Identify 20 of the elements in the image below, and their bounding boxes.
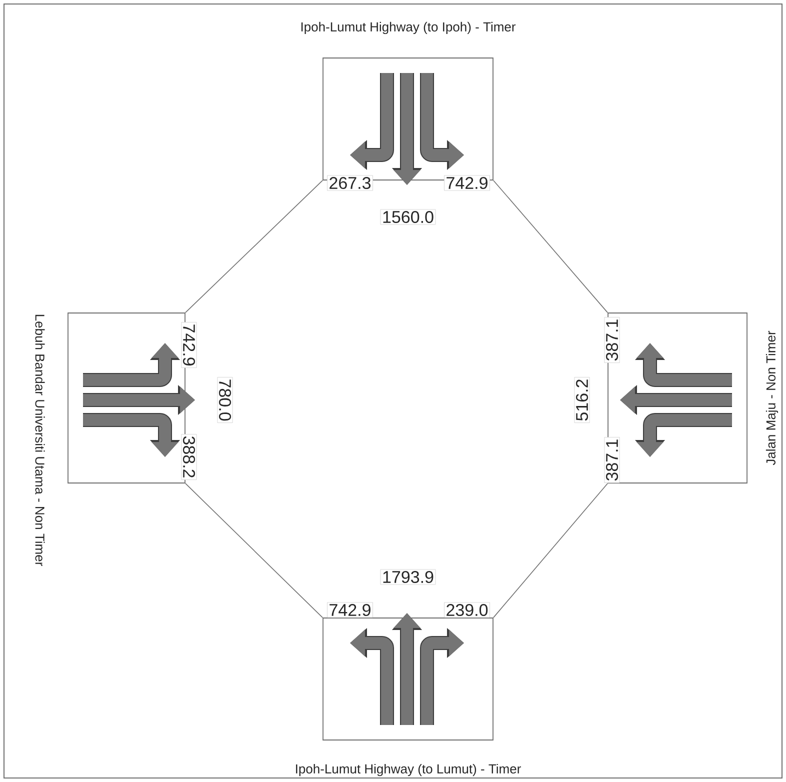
connector-line <box>185 483 323 618</box>
volume-label: 742.9 <box>444 175 490 191</box>
volume-label: 516.2 <box>574 377 590 423</box>
volume-label: 387.1 <box>604 317 620 363</box>
volume-label: 267.3 <box>327 175 373 191</box>
volume-label: 1560.0 <box>380 209 436 225</box>
connector-line <box>493 180 608 313</box>
road-name: Ipoh-Lumut Highway (to Lumut) - Timer <box>296 764 521 776</box>
volume-label: 239.0 <box>444 602 490 618</box>
volume-label: 780.0 <box>217 377 233 423</box>
road-name: Lebuh Bandar Universiti Utama - Non Timer <box>35 314 45 566</box>
volume-label: 1793.9 <box>380 569 436 585</box>
road-name: Ipoh-Lumut Highway (to Ipoh) - Timer <box>301 22 516 34</box>
volume-label: 742.9 <box>327 602 373 618</box>
volume-label: 742.9 <box>181 322 197 368</box>
connector-line <box>185 180 323 313</box>
volume-label: 388.2 <box>181 434 197 480</box>
volume-label: 387.1 <box>604 437 620 483</box>
road-name: Jalan Maju - Non Timer <box>766 330 778 466</box>
connector-line <box>493 483 608 618</box>
